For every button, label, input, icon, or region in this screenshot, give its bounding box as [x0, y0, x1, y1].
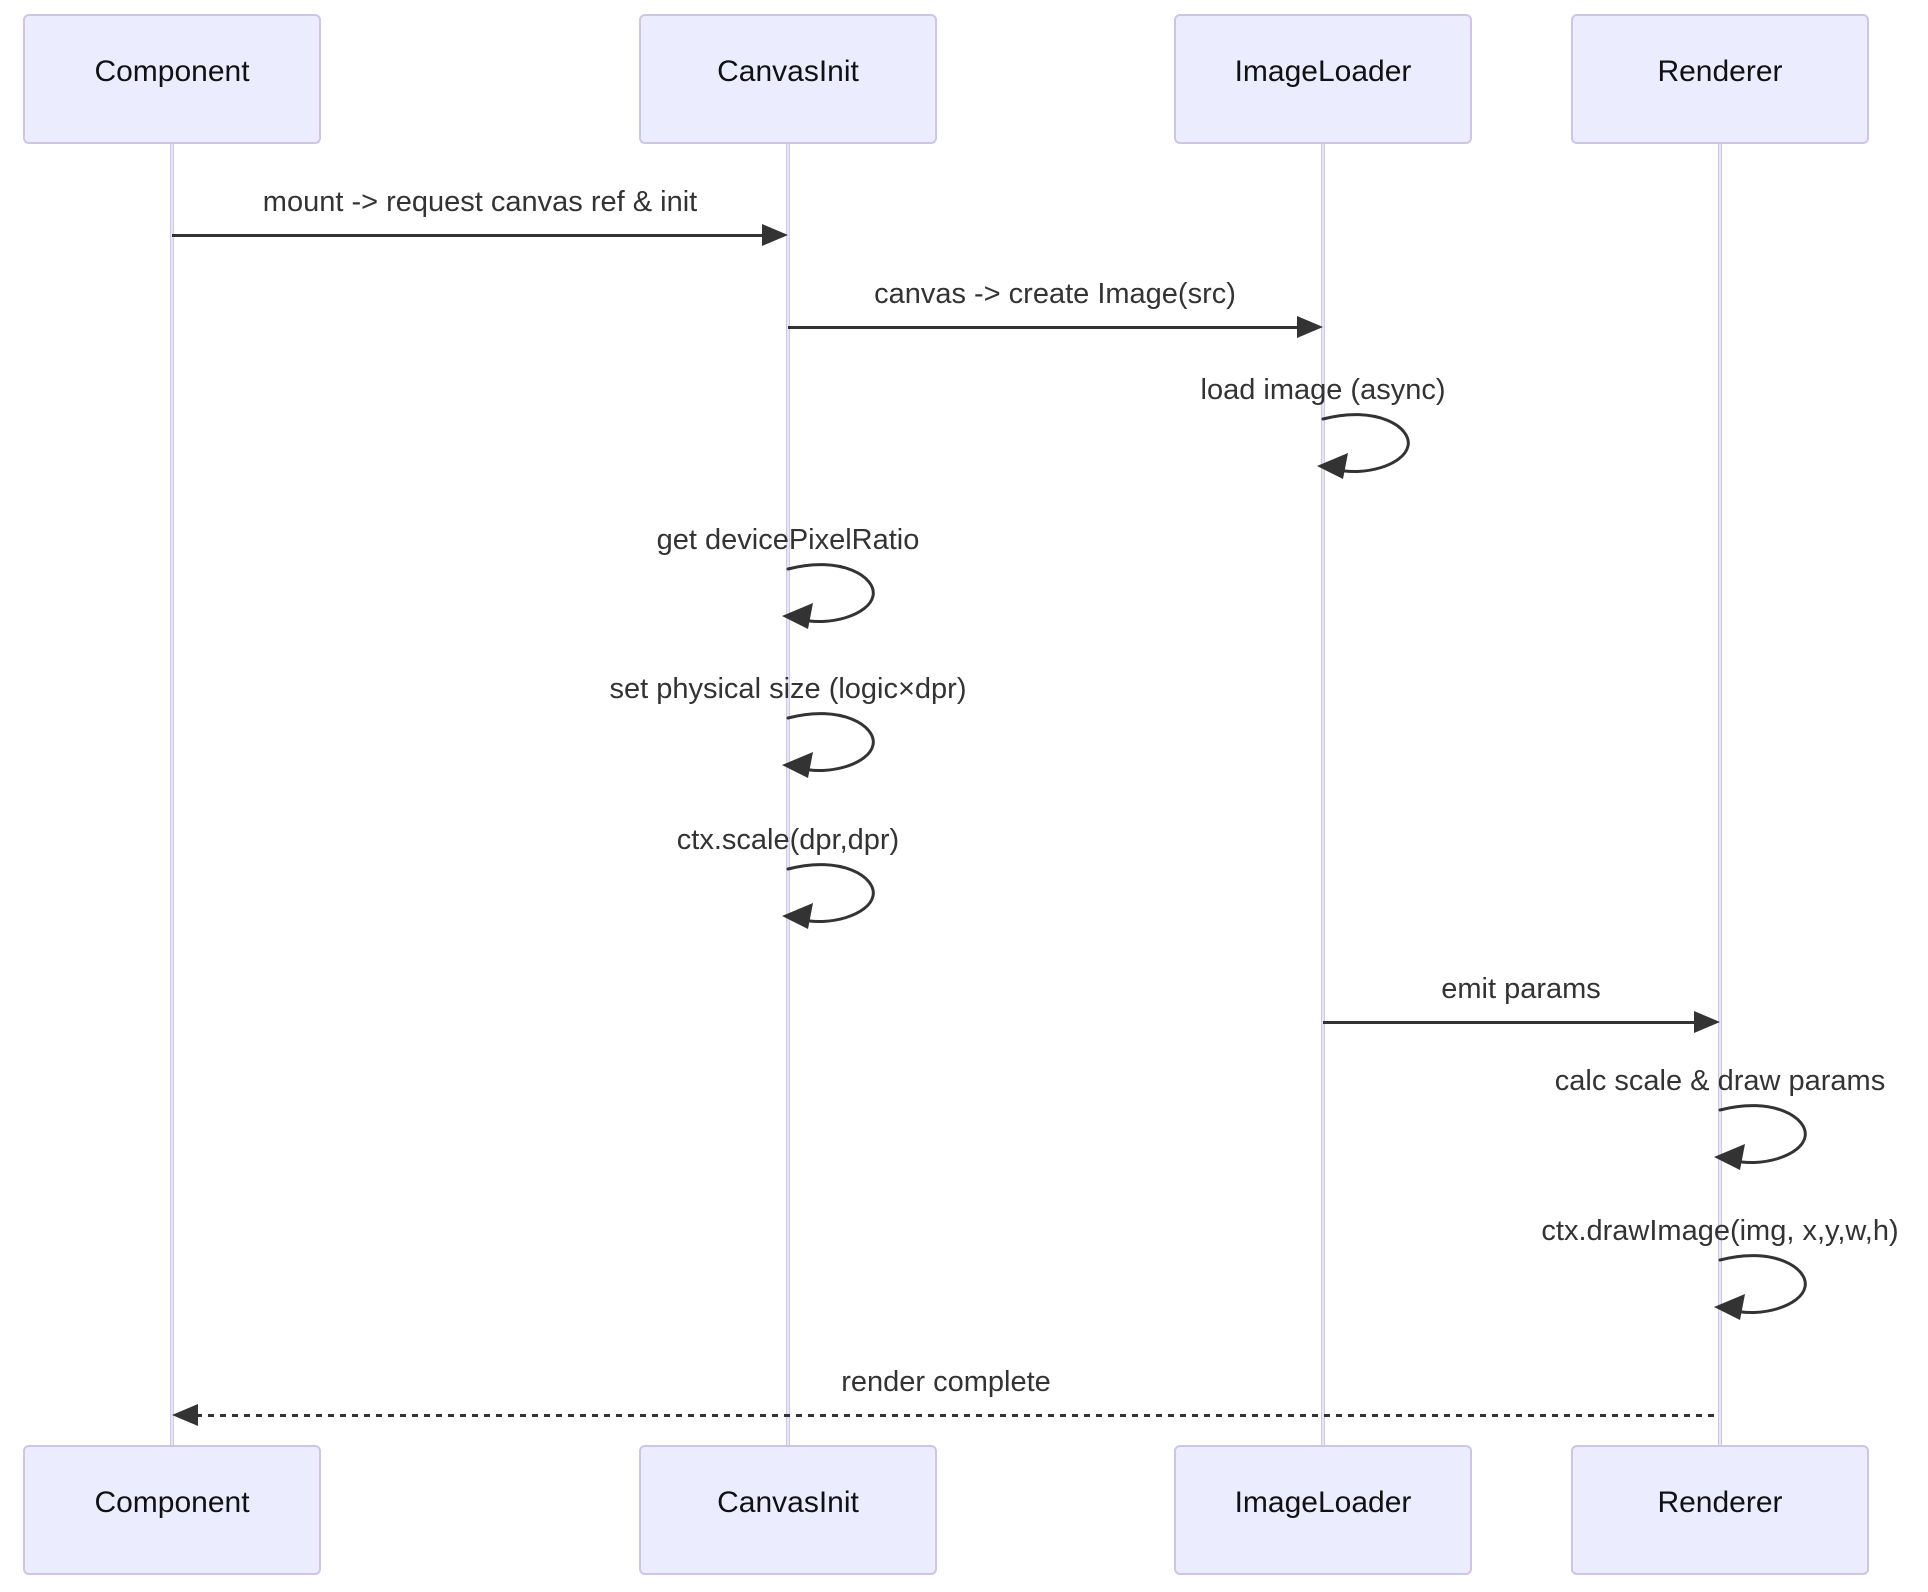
self-loop-arrow-icon — [782, 712, 875, 778]
arrowhead-right-icon — [1694, 1011, 1720, 1033]
arrowhead-left-icon — [172, 1404, 198, 1426]
message-label: load image (async) — [1200, 374, 1446, 406]
self-loop-arrow-icon — [782, 863, 875, 929]
actor-top-canvasinit: CanvasInit — [639, 14, 937, 144]
message-label: render complete — [841, 1366, 1051, 1398]
actor-bottom-component: Component — [23, 1445, 321, 1575]
lifeline-canvasinit — [786, 144, 790, 1445]
message-label: ctx.scale(dpr,dpr) — [676, 824, 900, 856]
self-loop-arrow-icon — [782, 563, 875, 629]
message-label: canvas -> create Image(src) — [874, 278, 1236, 310]
self-loop-arrow-icon — [1714, 1104, 1807, 1170]
actor-top-imageloader: ImageLoader — [1174, 14, 1472, 144]
actor-label: CanvasInit — [717, 55, 859, 88]
actor-top-component: Component — [23, 14, 321, 144]
actor-label: Component — [94, 1486, 250, 1519]
actor-label: Renderer — [1657, 1486, 1783, 1519]
lifeline-imageloader — [1321, 144, 1325, 1445]
message-label: ctx.drawImage(img, x,y,w,h) — [1541, 1215, 1899, 1247]
actor-label: CanvasInit — [717, 1486, 859, 1519]
self-loop-arrow-icon — [1317, 413, 1410, 479]
actor-label: Component — [94, 55, 250, 88]
actor-top-renderer: Renderer — [1571, 14, 1869, 144]
message-line — [788, 326, 1297, 329]
message-line — [172, 234, 764, 237]
arrowhead-right-icon — [762, 224, 788, 246]
actor-label: ImageLoader — [1234, 55, 1412, 88]
message-label: calc scale & draw params — [1554, 1065, 1886, 1097]
message-label: mount -> request canvas ref & init — [262, 186, 698, 218]
arrowhead-right-icon — [1297, 316, 1323, 338]
actor-label: Renderer — [1657, 55, 1783, 88]
message-label: get devicePixelRatio — [656, 524, 920, 556]
actor-bottom-canvasinit: CanvasInit — [639, 1445, 937, 1575]
self-loop-arrow-icon — [1714, 1254, 1807, 1320]
message-label: emit params — [1441, 973, 1601, 1005]
lifeline-renderer — [1718, 144, 1722, 1445]
actor-bottom-renderer: Renderer — [1571, 1445, 1869, 1575]
message-line — [1323, 1021, 1694, 1024]
message-line-dashed — [196, 1414, 1720, 1417]
message-label: set physical size (logic×dpr) — [609, 673, 967, 705]
lifeline-component — [170, 144, 174, 1445]
actor-bottom-imageloader: ImageLoader — [1174, 1445, 1472, 1575]
actor-label: ImageLoader — [1234, 1486, 1412, 1519]
